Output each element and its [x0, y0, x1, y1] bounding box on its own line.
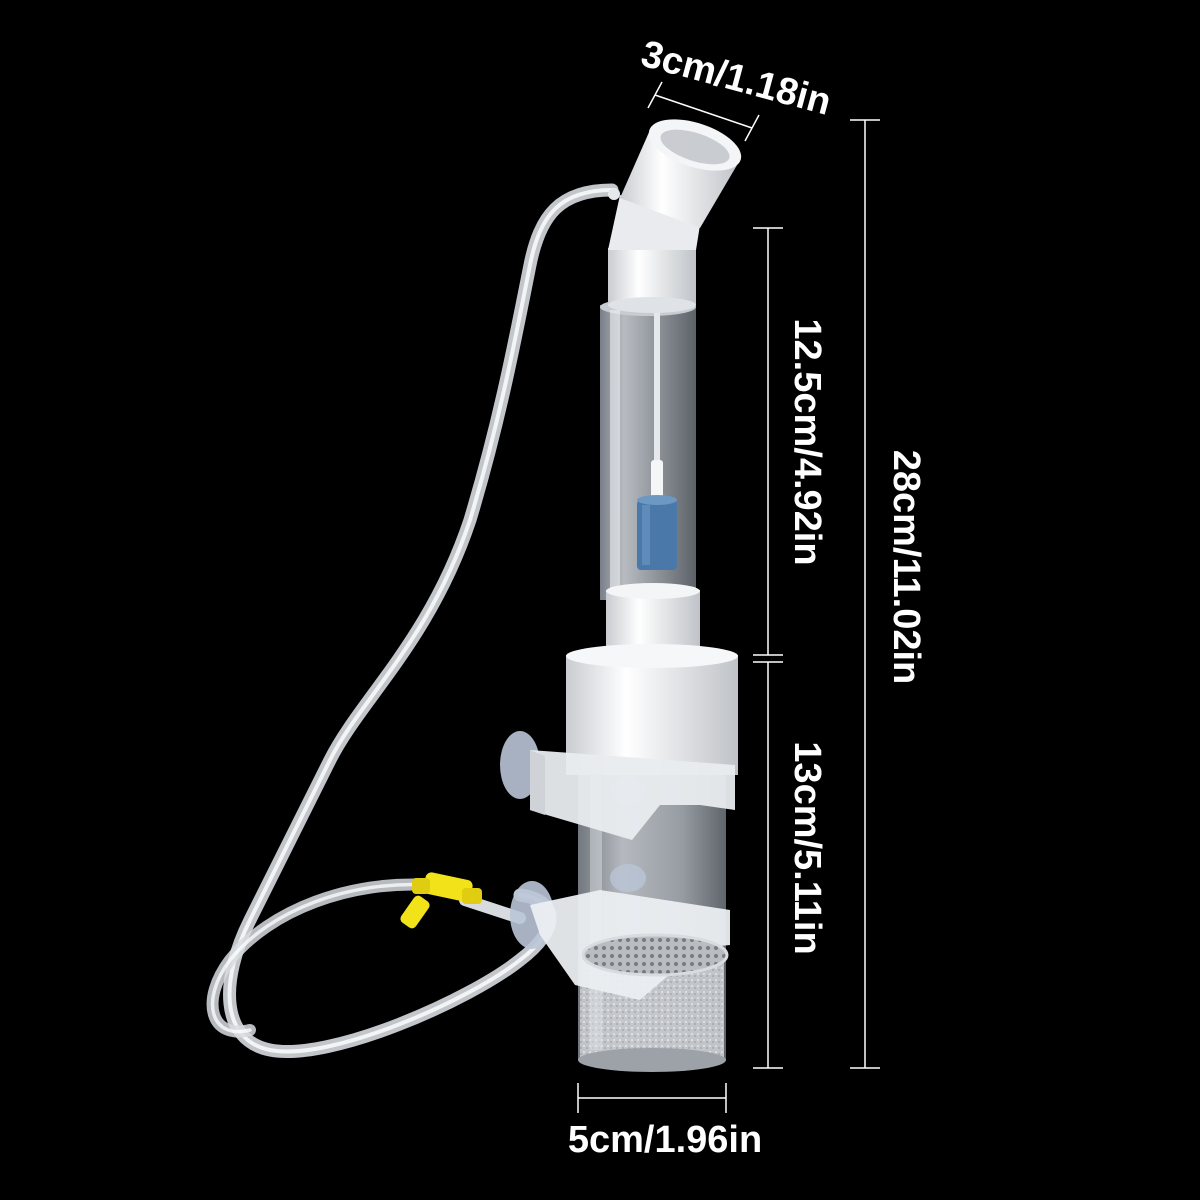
- middle-connector: [566, 583, 738, 775]
- lower-bracket: [530, 890, 730, 1000]
- total-height-label: 28cm/11.02in: [885, 450, 927, 685]
- air-tubing: [206, 183, 619, 1058]
- lower-height-label: 13cm/5.11in: [786, 741, 828, 954]
- check-valve-icon: [400, 872, 482, 929]
- inner-air-line: [651, 300, 663, 500]
- upper-bracket: [530, 750, 735, 840]
- air-stone-icon: [637, 495, 677, 570]
- top-width-label: 3cm/1.18in: [637, 33, 836, 124]
- upper-height-label: 12.5cm/4.92in: [786, 318, 828, 565]
- dimension-lines: [577, 81, 880, 1113]
- bottom-width-label: 5cm/1.96in: [568, 1119, 762, 1161]
- top-elbow-fitting: [608, 119, 742, 313]
